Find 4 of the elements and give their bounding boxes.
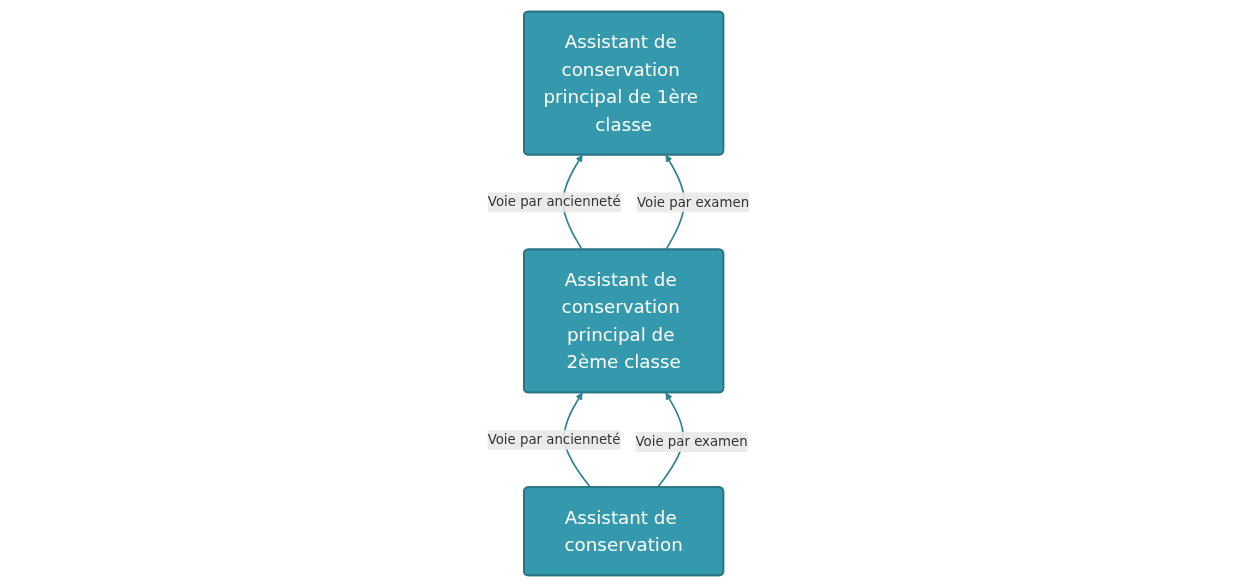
edge-label: Voie par ancienneté xyxy=(487,431,621,448)
edge-label: Voie par examen xyxy=(637,194,750,210)
edge-label: Voie par examen xyxy=(635,433,748,450)
edge-label: Voie par ancienneté xyxy=(487,194,621,210)
